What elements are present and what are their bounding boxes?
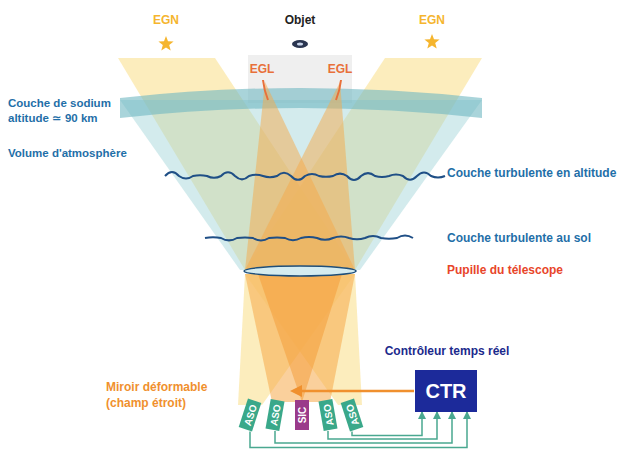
star-symbol [158, 36, 173, 51]
box-label: SIC [297, 407, 308, 424]
turbulent-layer [205, 236, 413, 241]
command-arrow [300, 390, 414, 393]
volume-label: Volume d'atmosphère [8, 146, 127, 161]
lower-beam [258, 274, 342, 402]
laser-spot [263, 80, 268, 100]
star-label: EGN [153, 13, 179, 29]
sensor-box: ASO [319, 399, 338, 431]
layer-label: Couche turbulente en altitude [447, 166, 616, 182]
laser-star-label: EGL [328, 62, 353, 78]
controller-name: CTR [425, 380, 466, 403]
galaxy-core [297, 43, 303, 46]
box-label: ASO [321, 403, 336, 426]
laser-star-label: EGL [250, 62, 275, 78]
star-label: EGN [419, 13, 445, 29]
controller-heading: Contrôleur temps réel [378, 344, 516, 358]
box-label: ASO [343, 403, 360, 427]
sensor-box: ASO [341, 399, 364, 432]
box-label: ASO [241, 403, 258, 427]
lower-beam [245, 274, 355, 402]
sensor-box: ASO [239, 399, 262, 432]
galaxy-symbol [292, 40, 308, 48]
camera-box: SIC [295, 400, 309, 430]
sodium-layer [120, 88, 482, 118]
telescope-pupil [244, 266, 356, 276]
layer-label: Couche turbulente au sol [447, 231, 591, 247]
laser-spot [336, 80, 341, 100]
pupil-label: Pupille du télescope [447, 263, 563, 279]
controller-node: Contrôleur temps réelCTR [378, 344, 516, 414]
turbulent-layer [165, 172, 445, 180]
controller-box: CTR [415, 370, 477, 412]
sensor-box: ASO [266, 399, 285, 431]
command-arrowhead [290, 385, 302, 397]
mirror-label: Miroir déformable (champ étroit) [106, 380, 246, 411]
object-label: Objet [285, 13, 316, 29]
star-symbol [424, 34, 439, 49]
box-label: ASO [268, 403, 283, 426]
layer-label: Couche de sodium altitude ≃ 90 km [8, 96, 120, 126]
lower-beam [245, 274, 362, 405]
